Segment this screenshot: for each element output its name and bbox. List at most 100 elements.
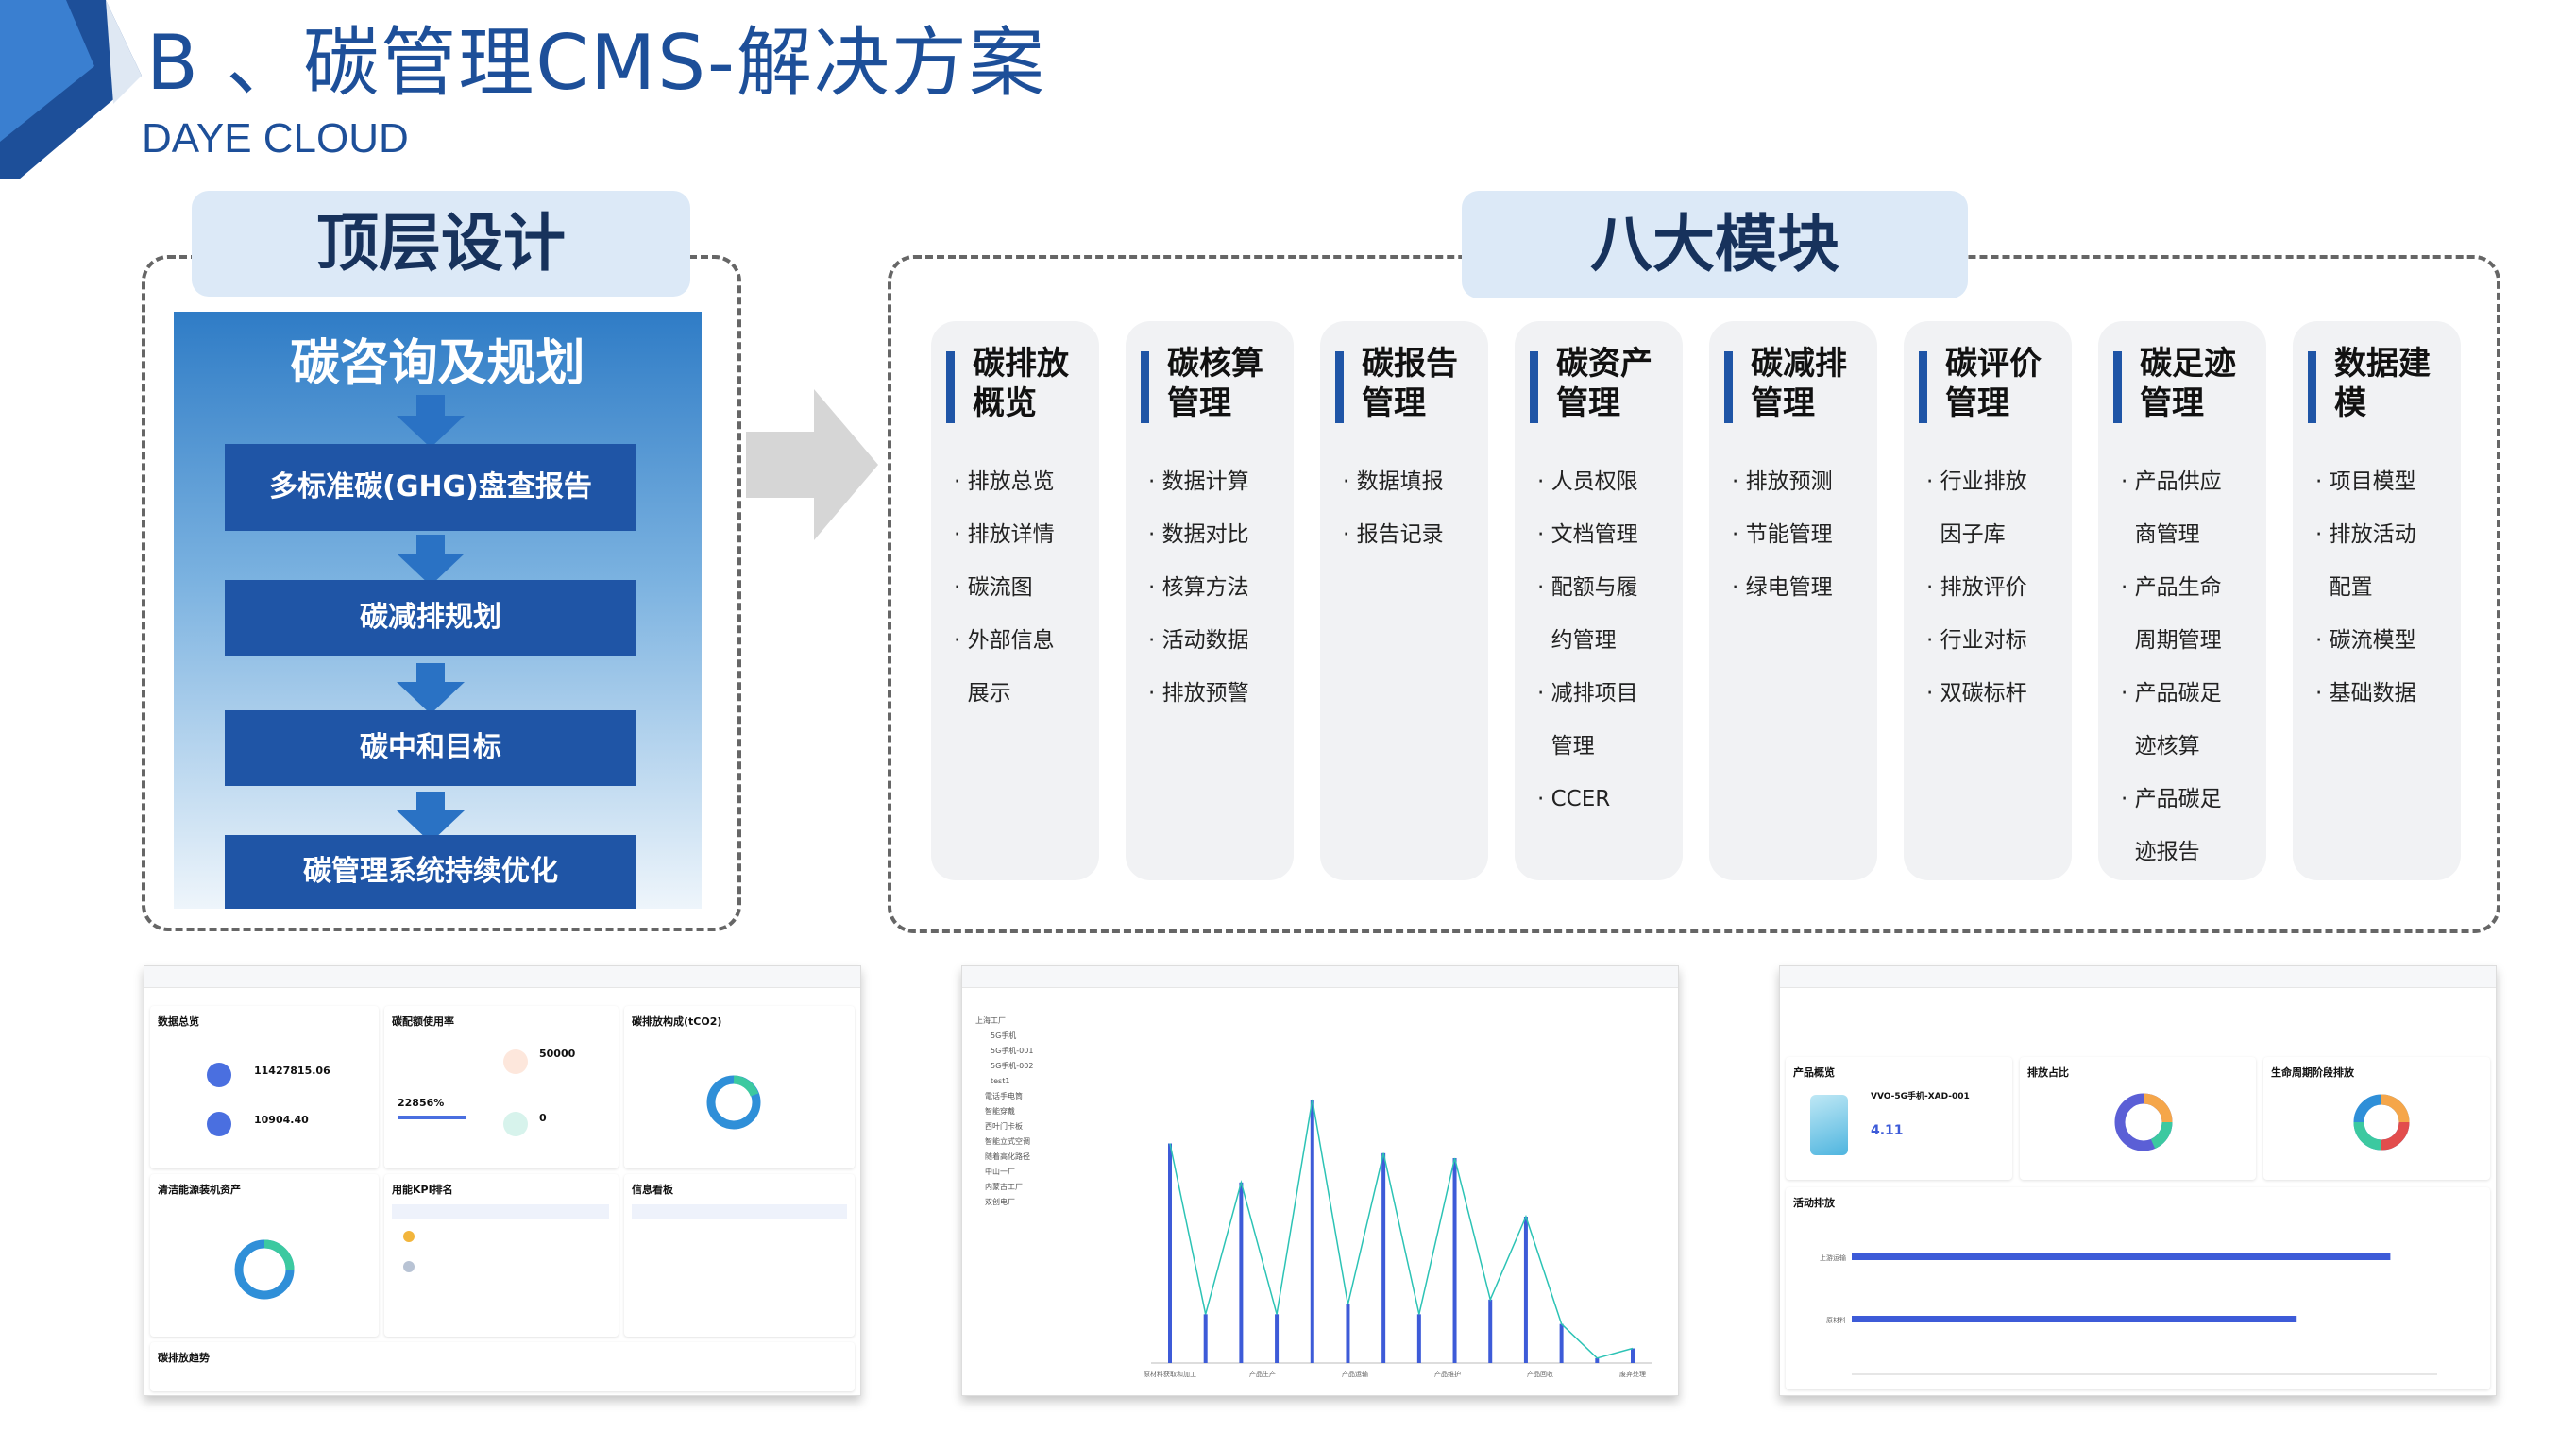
tree-item[interactable]: 双创电厂 [985,1198,1015,1206]
module-items: · 产品供应 商管理· 产品生命 周期管理· 产品碳足 迹核算· 产品碳足 迹报… [2121,455,2262,878]
table-header [632,1204,847,1219]
module-item: · 排放总览 [954,469,1055,494]
clean-energy-card: 清洁能源装机资产 [150,1174,379,1337]
module-item: · 外部信息 [954,628,1055,653]
tree-item[interactable]: 5G手机 [991,1031,1017,1040]
card-title: 生命周期阶段排放 [2271,1066,2354,1079]
dashboard-screenshot: 数据总览 11427815.06 10904.40 碳配额使用率 22856% … [144,965,861,1396]
module-item: 迹核算 [2121,734,2200,759]
footprint-screenshot: 产品概览 VVO-5G手机-XAD-001 4.11 排放占比 生命周期阶段排放… [1779,965,2497,1396]
card-title: 活动排放 [1793,1197,1835,1209]
product-card: 产品概览 VVO-5G手机-XAD-001 4.11 [1786,1057,2012,1180]
share-card: 排放占比 [2020,1057,2256,1180]
leaf-icon [207,1112,231,1136]
module-item: 商管理 [2121,522,2200,547]
lifecycle-card: 生命周期阶段排放 [2263,1057,2490,1180]
bar-mark [1346,1304,1350,1363]
tree-item[interactable]: 西叶门卡板 [985,1122,1023,1131]
module-item: 管理 [1537,734,1595,759]
module-item: 约管理 [1537,628,1617,653]
donut-chart [2353,1094,2410,1151]
metric-value: 50000 [539,1048,576,1060]
module-item: · 产品供应 [2121,469,2222,494]
module-item: · 排放预警 [1148,681,1249,706]
bar-mark [1203,1314,1208,1363]
bar-mark [1381,1152,1386,1363]
factory-icon [503,1049,528,1074]
tree-item[interactable]: 5G手机-001 [991,1047,1034,1055]
x-tick-label: 产品维护 [1434,1370,1461,1378]
module-item: · 减排项目 [1537,681,1638,706]
bar-mark [1416,1314,1421,1363]
bar-mark [1168,1143,1172,1363]
module-title: 碳资产管理 [1556,345,1652,422]
product-name: VVO-5G手机-XAD-001 [1871,1092,1970,1101]
card-title: 数据总览 [158,1015,199,1028]
tree-item[interactable]: 智能立式空调 [985,1137,1030,1146]
module-items: · 数据计算· 数据对比· 核算方法· 活动数据· 排放预警 [1148,455,1290,720]
tree-item[interactable]: test1 [991,1077,1010,1085]
arrow-down-icon [416,663,445,684]
module-accent-bar [1530,351,1538,423]
arrow-down-icon [397,682,465,714]
accounting-screenshot: 上海工厂 5G手机 5G手机-001 5G手机-002 test1 電话手电筒智能穿戴西叶… [961,965,1679,1396]
tree-item[interactable]: 上海工厂 [975,1016,1006,1025]
module-item: · 配额与履 [1537,575,1638,600]
card-title: 用能KPI排名 [392,1184,453,1196]
module-accent-bar [1724,351,1733,423]
module-item: · 基础数据 [2315,681,2416,706]
module-items: · 人员权限· 文档管理· 配额与履 约管理· 减排项目 管理· CCER [1537,455,1679,826]
module-title: 碳评价管理 [1945,345,2042,422]
x-tick-label: 产品运输 [1342,1370,1368,1378]
module-card: 碳报告管理· 数据填报· 报告记录 [1320,321,1488,880]
module-item: · 绿电管理 [1732,575,1833,600]
step-neutral-target: 碳中和目标 [225,710,636,786]
module-items: · 数据填报· 报告记录 [1343,455,1484,561]
module-item: 周期管理 [2121,628,2222,653]
card-title: 排放占比 [2027,1066,2069,1079]
module-item: · CCER [1537,787,1611,811]
module-item: · 排放详情 [954,522,1055,547]
metric-value: 0 [539,1112,547,1124]
tree-item[interactable]: 5G手机-002 [991,1062,1034,1070]
bar-mark [1631,1348,1635,1363]
module-title: 碳核算管理 [1167,345,1263,422]
x-tick-label: 原材料获取和加工 [1144,1370,1196,1378]
module-item: · 数据计算 [1148,469,1249,494]
cloud-icon [207,1063,231,1087]
quota-percent: 22856% [398,1097,445,1109]
tree-item[interactable]: 電话手电筒 [985,1092,1023,1100]
bar-mark [1239,1182,1244,1363]
tree-item[interactable]: 中山一厂 [985,1168,1015,1176]
card-title: 碳配额使用率 [392,1015,454,1028]
x-tick-label: 产品生产 [1249,1370,1276,1378]
bar-mark [1452,1158,1457,1363]
tree-item[interactable]: 智能穿戴 [985,1107,1015,1116]
module-item: · 双碳标杆 [1926,681,2027,706]
module-item: · 碳流模型 [2315,628,2416,653]
bar-mark [1275,1314,1280,1363]
arrow-down-icon [416,535,445,555]
module-item: 展示 [954,681,1011,706]
module-accent-bar [2113,351,2122,423]
tree-panel: 上海工厂 5G手机 5G手机-001 5G手机-002 test1 電话手电筒智能穿戴西叶… [975,1014,1108,1210]
module-item: · 数据填报 [1343,469,1444,494]
tree-item[interactable]: 随着高化路径 [985,1152,1030,1161]
module-item: · 行业排放 [1926,469,2027,494]
bar-mark [1852,1253,2391,1260]
arrow-down-icon [416,792,445,812]
module-items: · 排放总览· 排放详情· 碳流图· 外部信息 展示 [954,455,1095,720]
module-card: 数据建模· 项目模型· 排放活动 配置· 碳流模型· 基础数据 [2293,321,2461,880]
medal-icon [403,1231,415,1242]
module-title: 碳排放概览 [973,345,1069,422]
bar-mark [1852,1316,2297,1322]
product-value: 4.11 [1871,1123,1904,1138]
module-card: 碳足迹管理· 产品供应 商管理· 产品生命 周期管理· 产品碳足 迹核算· 产品… [2098,321,2266,880]
module-accent-bar [1335,351,1344,423]
tree-item[interactable]: 内蒙古工厂 [985,1183,1023,1191]
module-accent-bar [1919,351,1927,423]
arrow-right-icon [746,389,878,540]
module-item: 因子库 [1926,522,2006,547]
x-tick-label: 产品回收 [1527,1370,1553,1378]
